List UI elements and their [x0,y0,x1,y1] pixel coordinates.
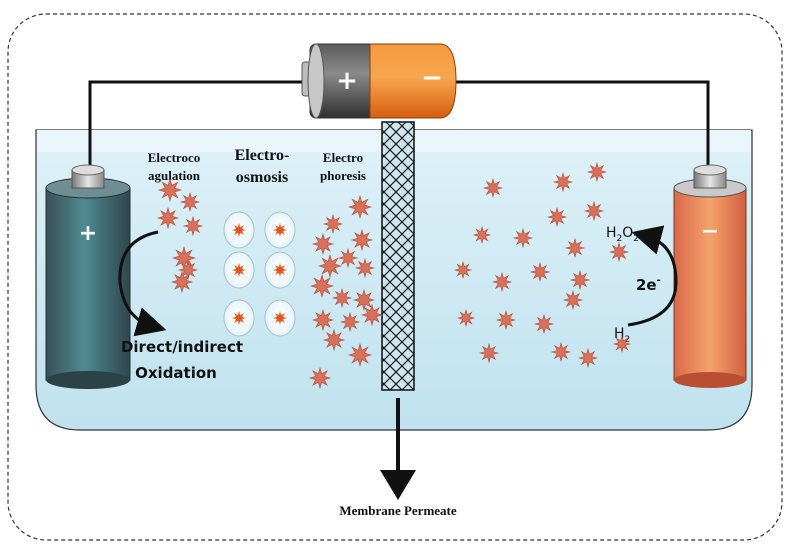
battery-minus-sign: − [421,63,443,93]
particle-18 [360,303,384,327]
ion-pairs [223,211,296,337]
particle-4 [182,215,204,237]
ion-pair-4 [264,251,296,289]
particle-32 [608,241,630,263]
two-electron-label: 2e- [636,275,661,294]
particle-24 [482,177,504,199]
particle-11 [311,232,335,256]
particle-42 [550,341,572,363]
particle-44 [612,334,632,354]
particle-23 [308,366,332,390]
electrocoagulation-label-line1: Electroco [148,150,200,165]
particle-16 [331,287,353,309]
particle-39 [495,309,517,331]
particle-9 [322,213,344,235]
particle-17 [352,288,376,312]
particle-10 [350,228,374,252]
particle-1 [157,177,183,203]
particle-20 [339,311,361,333]
particle-41 [478,342,500,364]
particle-25 [552,171,574,193]
wire-right [455,80,710,178]
particle-19 [311,308,335,332]
particle-2 [179,191,201,213]
permeate-label: Membrane Permeate [339,503,457,518]
particle-27 [546,206,568,228]
particle-21 [322,328,346,352]
wire-left [88,80,308,178]
particle-22 [347,342,373,368]
particle-35 [529,261,551,283]
electroosmosis-label-line1: Electro- [235,147,290,164]
particle-29 [472,225,492,245]
oxidation-arrow [118,230,167,337]
ion-pair-6 [264,299,296,337]
permeate-arrowhead [380,470,416,500]
electroosmosis-label-line2: osmosis [236,169,288,186]
electrophoresis-label-line2: phoresis [320,168,366,183]
h2o2-label: H2O2 [606,225,639,244]
ion-pair-2 [264,211,296,249]
particle-36 [569,269,591,291]
particle-8 [347,194,373,220]
particle-40 [533,313,555,335]
oxidation-label-line1: Direct/indirect [121,338,243,356]
outer-frame [7,13,783,541]
battery-plus-sign: + [336,66,358,96]
anode-sign: + [79,221,97,246]
particle-31 [564,237,586,259]
particle-43 [577,347,599,369]
particle-34 [491,271,513,293]
battery: + − [301,43,457,119]
anode-electrode: + [45,164,131,389]
h2-label: H2 [614,326,630,345]
ion-pair-1 [223,211,255,249]
reduction-arrow [627,225,678,327]
particle-6 [177,259,199,281]
particle-37 [562,289,584,311]
particle-15 [309,273,335,299]
electrophoresis-label-line1: Electro [323,150,363,165]
particle-12 [337,247,359,269]
electrocoagulation-label-line2: agulation [148,168,201,183]
particle-33 [453,260,473,280]
cathode-electrode: − [673,164,747,388]
membrane [381,121,415,391]
particle-14 [354,257,376,279]
cathode-sign: − [701,219,719,244]
particle-38 [456,308,476,328]
particle-3 [156,206,180,230]
ion-pair-5 [223,299,255,337]
oxidation-label-line2: Oxidation [135,364,217,382]
particle-28 [583,200,605,222]
ion-pair-3 [223,251,255,289]
particle-13 [317,253,343,279]
particle-7 [170,270,194,294]
particle-26 [586,161,608,183]
particles [156,161,632,390]
particle-30 [512,227,534,249]
